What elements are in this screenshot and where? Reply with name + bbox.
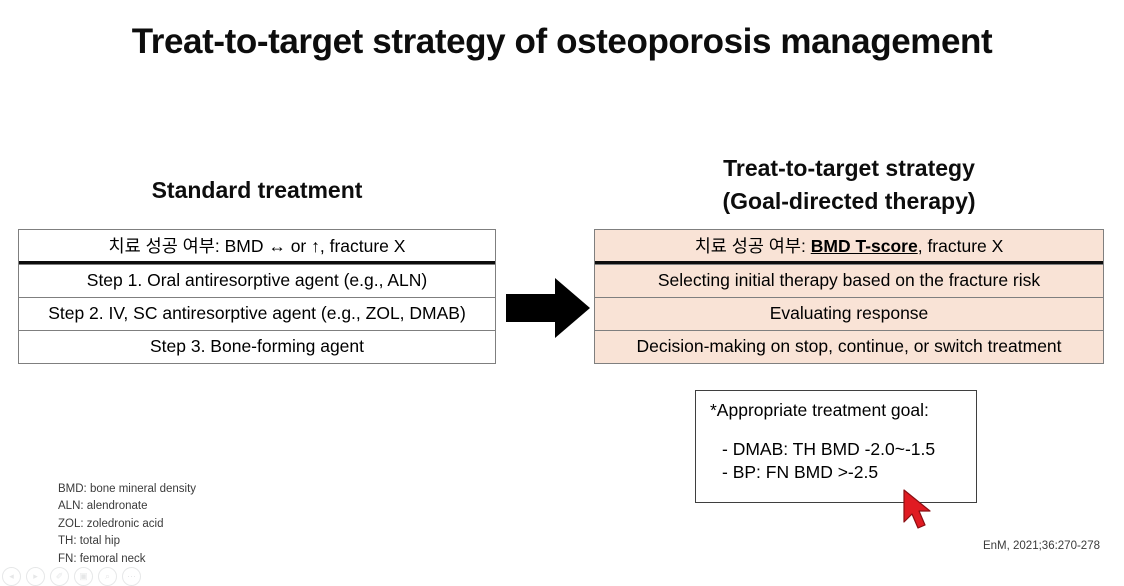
play-icon[interactable]: ▸ <box>26 567 45 586</box>
abbreviation-bmd: BMD: bone mineral density <box>58 483 197 495</box>
abbreviation-aln: ALN: alendronate <box>58 500 148 513</box>
player-toolbar[interactable]: ◂ ▸ ✐ ▣ ⌕ ⋯ <box>2 567 141 586</box>
abbreviations-legend: BMD: bone mineral density ALN: alendrona… <box>58 481 196 568</box>
abbreviation-fn: FN: femoral neck <box>58 552 146 565</box>
pen-icon[interactable]: ✐ <box>50 567 69 586</box>
standard-table-row-step2: Step 2. IV, SC antiresorptive agent (e.g… <box>19 297 495 330</box>
treatment-goal-item-bp: - BP: FN BMD >-2.5 <box>722 461 879 482</box>
treat-to-target-heading-line2: (Goal-directed therapy) <box>722 188 976 215</box>
more-options-icon[interactable]: ⋯ <box>122 567 141 586</box>
ttt-table-row-decision: Decision-making on stop, continue, or sw… <box>595 330 1103 363</box>
right-arrow-icon <box>506 278 590 338</box>
slide-title: Treat-to-target strategy of osteoporosis… <box>131 22 993 61</box>
ttt-table-row-evaluating: Evaluating response <box>595 297 1103 330</box>
ttt-table-header-row: 치료 성공 여부: BMD T-score, fracture X <box>595 230 1103 264</box>
standard-treatment-heading: Standard treatment <box>151 177 363 203</box>
treatment-goal-item-dmab: - DMAB: TH BMD -2.0~-1.5 <box>722 438 936 459</box>
source-citation: EnM, 2021;36:270-278 <box>982 540 1100 552</box>
standard-table-row-step1: Step 1. Oral antiresorptive agent (e.g.,… <box>19 264 495 297</box>
abbreviation-th: TH: total hip <box>58 535 120 548</box>
treat-to-target-table: 치료 성공 여부: BMD T-score, fracture X Select… <box>594 229 1104 364</box>
treatment-goal-box: *Appropriate treatment goal: - DMAB: TH … <box>695 390 977 503</box>
ttt-header-highlight: BMD T-score <box>810 236 918 256</box>
treat-to-target-heading: Treat-to-target strategy (Goal-directed … <box>594 152 1104 219</box>
standard-treatment-table: 치료 성공 여부: BMD ↔ or ↑, fracture X Step 1.… <box>18 229 496 364</box>
treat-to-target-heading-line1: Treat-to-target strategy <box>723 155 975 181</box>
save-icon[interactable]: ▣ <box>74 567 93 586</box>
treatment-goal-title: *Appropriate treatment goal: <box>710 400 929 420</box>
previous-icon[interactable]: ◂ <box>2 567 21 586</box>
standard-table-row-step3: Step 3. Bone-forming agent <box>19 330 495 363</box>
ttt-header-suffix: , fracture X <box>917 236 1004 256</box>
mouse-pointer-icon <box>903 489 937 531</box>
abbreviation-zol: ZOL: zoledronic acid <box>58 517 164 530</box>
ttt-table-row-selecting: Selecting initial therapy based on the f… <box>595 264 1103 297</box>
ttt-header-prefix: 치료 성공 여부: <box>694 236 811 256</box>
zoom-icon[interactable]: ⌕ <box>98 567 117 586</box>
standard-table-header-row: 치료 성공 여부: BMD ↔ or ↑, fracture X <box>19 230 495 264</box>
